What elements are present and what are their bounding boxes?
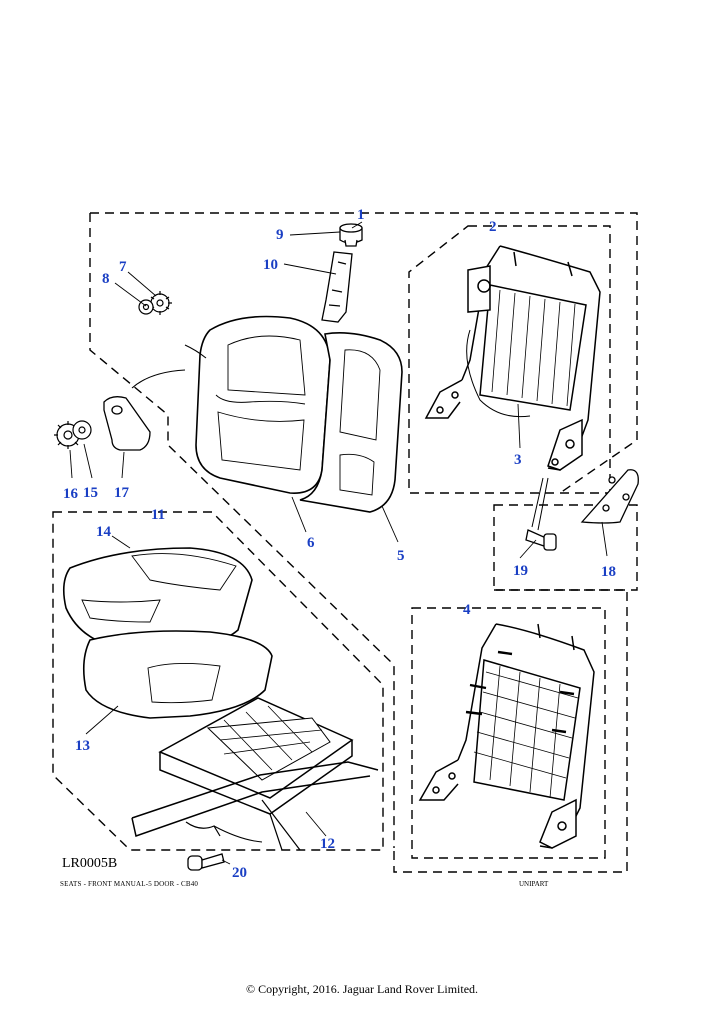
callout-16[interactable]: 16: [63, 486, 78, 502]
callout-20[interactable]: 20: [232, 865, 247, 881]
callout-13[interactable]: 13: [75, 738, 90, 754]
callout-11[interactable]: 11: [151, 507, 166, 523]
callout-9[interactable]: 9: [276, 227, 284, 243]
callout-6[interactable]: 6: [307, 535, 315, 551]
part-20-bolt: [187, 853, 225, 871]
callout-1[interactable]: 1: [357, 207, 365, 223]
group-border-11: [52, 511, 384, 851]
part-2-backrest-frame: [424, 245, 601, 471]
diagram-reference-code: LR0005B: [62, 856, 118, 871]
trim-wire: [131, 344, 207, 389]
part-10-headrest-guide: [321, 251, 353, 323]
part-12-seat-frame: [131, 697, 379, 851]
part-14-cushion-cover: [62, 547, 253, 651]
callout-19[interactable]: 19: [513, 563, 528, 579]
callout-2[interactable]: 2: [489, 219, 497, 235]
bolt-guide-lines: [531, 477, 549, 531]
copyright-notice: © Copyright, 2016. Jaguar Land Rover Lim…: [245, 982, 479, 996]
callout-17[interactable]: 17: [114, 485, 129, 501]
callout-4[interactable]: 4: [463, 602, 471, 618]
callout-5[interactable]: 5: [397, 548, 405, 564]
part-18-cover: [580, 469, 639, 524]
part-4-backrest-frame: [418, 623, 595, 849]
callout-15[interactable]: 15: [83, 485, 98, 501]
part-9-headrest-knob: [339, 223, 363, 247]
callout-10[interactable]: 10: [263, 257, 278, 273]
part-19-bolt: [525, 529, 557, 551]
part-17-recline-cover: [103, 396, 151, 451]
part-13-cushion-foam: [82, 630, 273, 719]
group-border-lower: [393, 589, 628, 873]
diagram-source-label: UNIPART: [519, 880, 549, 888]
callout-8[interactable]: 8: [102, 271, 110, 287]
callout-7[interactable]: 7: [119, 259, 127, 275]
group-border-18: [493, 504, 638, 591]
part-15-gear: [72, 420, 92, 440]
diagram-caption: SEATS - FRONT MANUAL-5 DOOR - CB40: [60, 880, 199, 888]
group-border-2: [408, 225, 611, 494]
callout-18[interactable]: 18: [601, 564, 616, 580]
callout-14[interactable]: 14: [96, 524, 111, 540]
callout-12[interactable]: 12: [320, 836, 335, 852]
part-6-backrest-cover: [195, 315, 331, 494]
callout-3[interactable]: 3: [514, 452, 522, 468]
group-border-4: [411, 607, 606, 859]
group-border-main: [90, 212, 638, 494]
part-5-backrest-rear: [299, 332, 403, 513]
leader-lines: [69, 221, 608, 865]
